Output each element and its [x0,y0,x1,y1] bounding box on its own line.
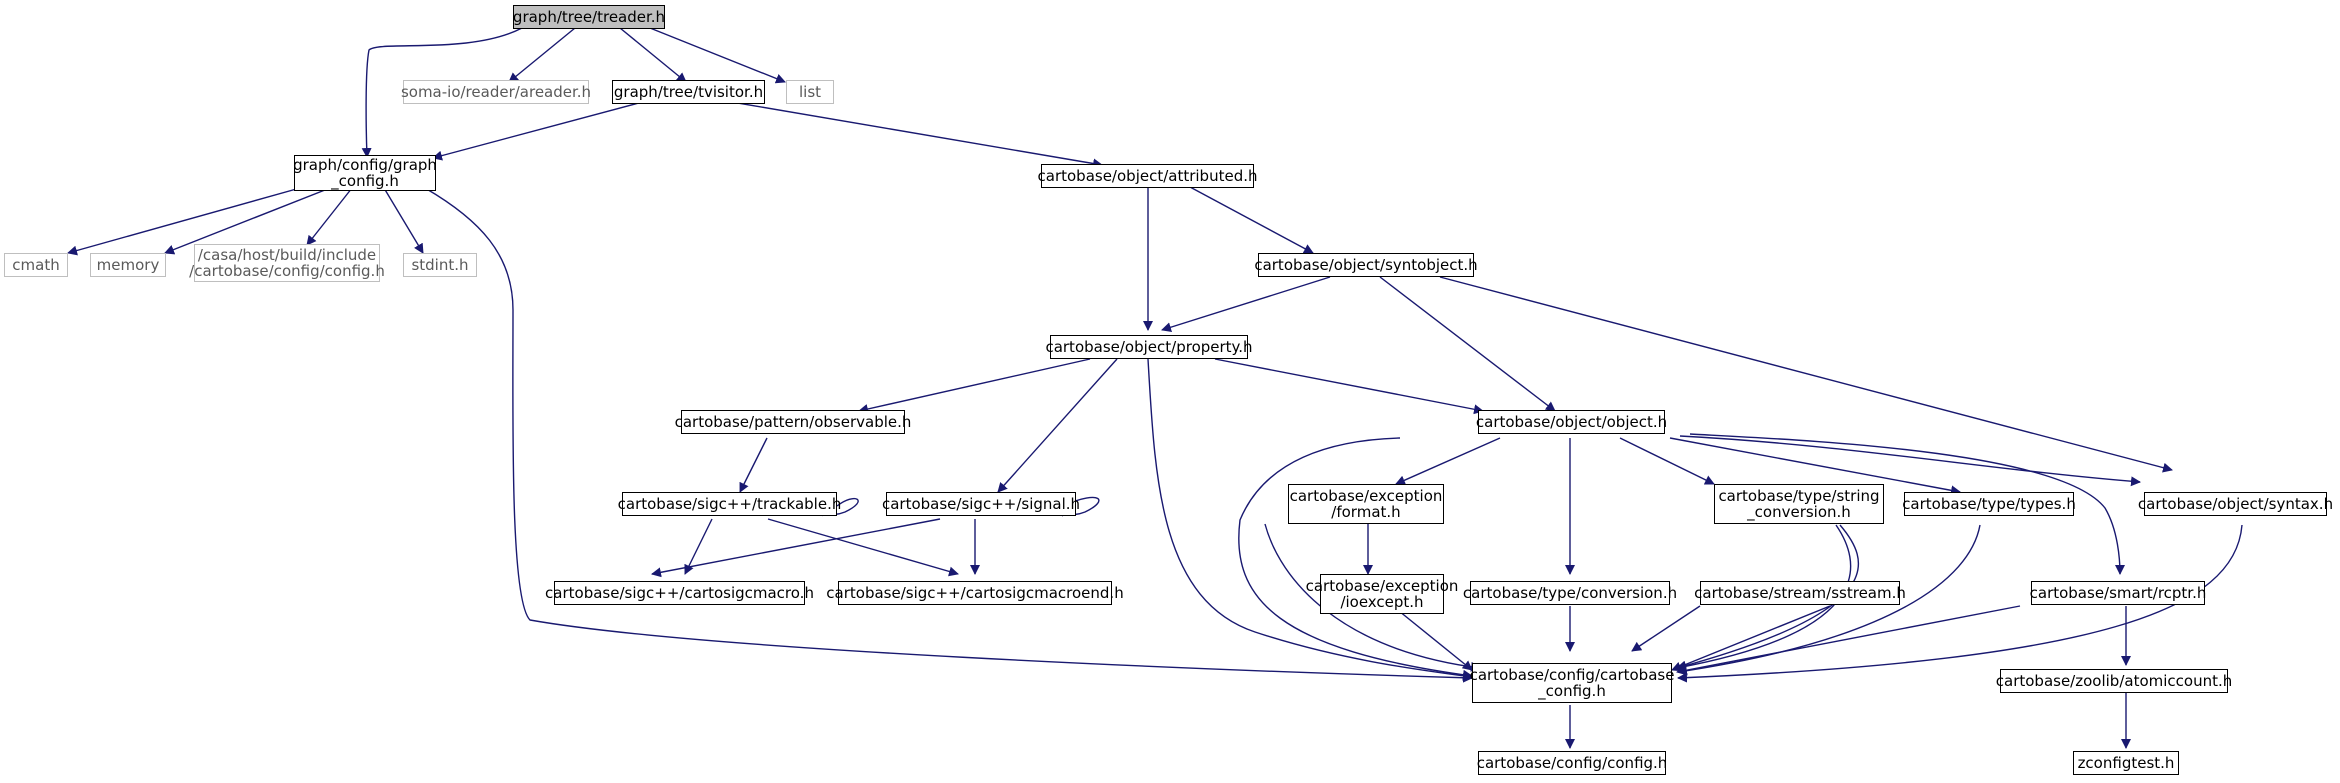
node-casa-config[interactable]: /casa/host/build/include /cartobase/conf… [189,244,385,282]
node-trackable[interactable]: cartobase/sigc++/trackable.h [618,492,841,516]
edge [164,187,331,255]
edge [1161,276,1331,333]
edge [1439,276,2173,473]
edge [1398,610,1473,671]
node-cartosigcmacroend[interactable]: cartobase/sigc++/cartosigcmacroend.h [826,581,1124,605]
edge [1631,605,1701,652]
node-treader[interactable]: graph/tree/treader.h [513,5,665,29]
node-types[interactable]: cartobase/type/types.h [1902,492,2076,516]
node-areader[interactable]: soma-io/reader/areader.h [401,80,591,104]
node-list[interactable]: list [786,80,834,104]
edge [684,518,713,575]
node-graph-config[interactable]: graph/config/graph _config.h [293,155,437,191]
edge [619,27,687,83]
edge [508,27,576,83]
edge [1677,524,1981,676]
edge [1147,358,1473,681]
node-config-h[interactable]: cartobase/config/config.h [1477,751,1667,775]
edge [1379,276,1556,412]
edge [1238,437,1473,680]
edge [306,187,353,246]
edge [997,358,1118,493]
edge [1395,437,1501,485]
node-attributed[interactable]: cartobase/object/attributed.h [1038,164,1258,188]
edge [67,187,301,256]
node-conversion[interactable]: cartobase/type/conversion.h [1463,581,1677,605]
edge [1669,437,1961,496]
node-cmath[interactable]: cmath [4,253,68,277]
edge [361,27,523,158]
edge [649,27,786,84]
node-ioexcept[interactable]: cartobase/exception /ioexcept.h [1306,574,1458,614]
edge [432,99,651,161]
edge [1679,435,2141,487]
node-syntax[interactable]: cartobase/object/syntax.h [2138,492,2333,516]
node-exception-format[interactable]: cartobase/exception /format.h [1288,484,1444,524]
edge [739,437,768,493]
edge [1676,605,2021,676]
node-syntobject[interactable]: cartobase/object/syntobject.h [1254,253,1478,277]
node-observable[interactable]: cartobase/pattern/observable.h [675,410,911,434]
edge [858,358,1091,414]
node-cartosigcmacro[interactable]: cartobase/sigc++/cartosigcmacro.h [545,581,814,605]
node-cartobase-config[interactable]: cartobase/config/cartobase _config.h [1470,663,1674,703]
edge [1677,524,2243,683]
node-sstream[interactable]: cartobase/stream/sstream.h [1694,581,1906,605]
node-memory[interactable]: memory [90,253,166,277]
node-signal[interactable]: cartobase/sigc++/signal.h [882,492,1080,516]
node-stdint[interactable]: stdint.h [403,253,477,277]
edge [1689,433,2125,575]
edge [424,187,1473,683]
edge [1671,605,1831,672]
node-string-conversion[interactable]: cartobase/type/string _conversion.h [1714,484,1884,524]
edge [383,187,424,254]
edge [1619,437,1715,485]
edge [651,518,941,578]
node-rcptr[interactable]: cartobase/smart/rcptr.h [2030,581,2206,605]
node-property[interactable]: cartobase/object/property.h [1045,335,1253,359]
node-tvisitor[interactable]: graph/tree/tvisitor.h [612,80,765,104]
node-zconfigtest[interactable]: zconfigtest.h [2073,751,2179,775]
edge [1214,358,1484,415]
edge [767,518,959,577]
edge [1189,186,1314,254]
node-object[interactable]: cartobase/object/object.h [1476,410,1667,434]
node-atomiccount[interactable]: cartobase/zoolib/atomiccount.h [1996,669,2232,693]
edge [719,99,1103,169]
